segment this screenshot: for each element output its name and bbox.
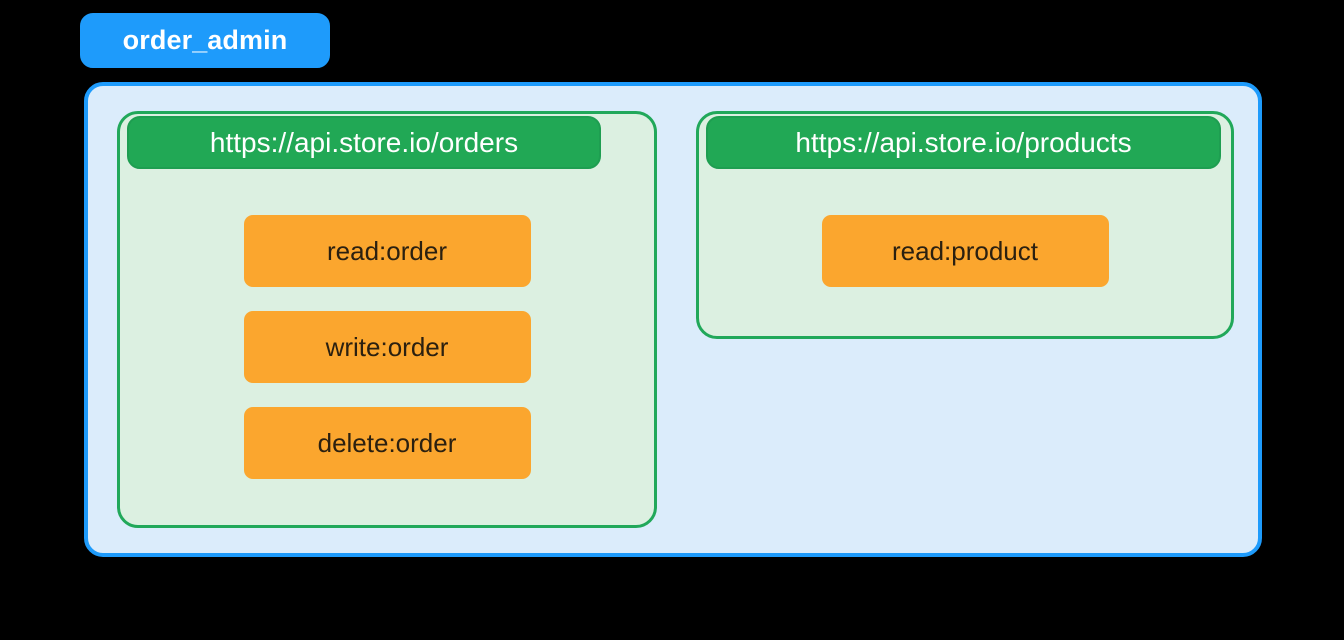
client-container: https://api.store.io/orders read:order w… [84,82,1262,557]
audience-panel-products: https://api.store.io/products read:produ… [696,111,1234,339]
scope-chip[interactable]: read:product [821,215,1109,287]
scope-list-products: read:product [699,215,1231,287]
scope-chip[interactable]: delete:order [243,407,531,479]
audience-name-badge-orders[interactable]: https://api.store.io/orders [127,116,601,169]
audience-name-badge-products[interactable]: https://api.store.io/products [706,116,1221,169]
client-name-badge[interactable]: order_admin [80,13,330,68]
scope-chip[interactable]: write:order [243,311,531,383]
scope-list-orders: read:order write:order delete:order [120,215,654,479]
scope-chip[interactable]: read:order [243,215,531,287]
audience-panel-orders: https://api.store.io/orders read:order w… [117,111,657,528]
